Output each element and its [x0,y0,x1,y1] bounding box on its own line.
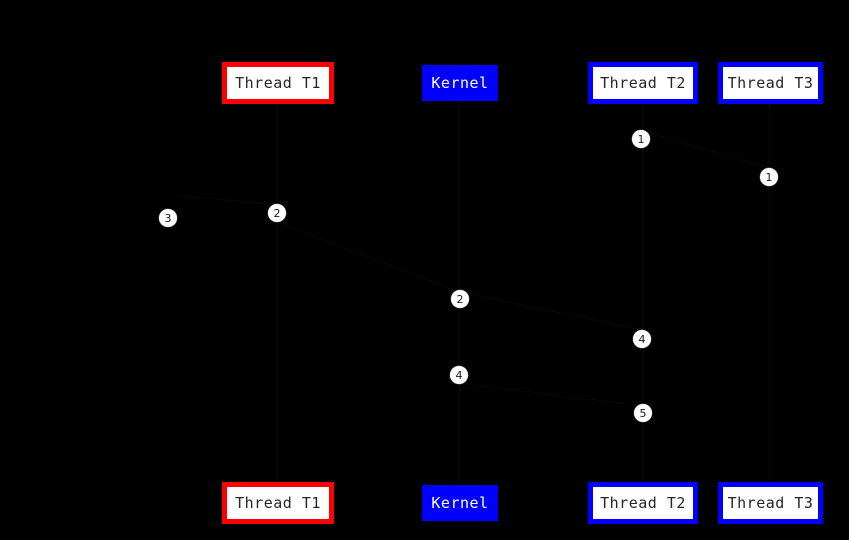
sequence-marker-kernel-4[interactable]: 4 [450,366,468,384]
sequence-marker-t1-2[interactable]: 2 [268,204,286,222]
participant-box-thread-t3-top[interactable]: Thread T3 [718,62,823,104]
sequence-marker-kernel-2[interactable]: 2 [451,290,469,308]
participant-label-thread-t3-bottom: Thread T3 [727,493,814,512]
message-arrow-5 [459,383,643,407]
sequence-marker-t2-4[interactable]: 4 [633,330,651,348]
participant-box-thread-t1-bottom[interactable]: Thread T1 [222,482,334,524]
message-arrow-2 [176,195,279,205]
participant-box-thread-t3-bottom[interactable]: Thread T3 [718,482,823,524]
message-arrow-3 [277,222,461,293]
lifeline-line-thread-t1 [277,104,278,482]
message-arrow-1 [642,131,770,169]
participant-label-thread-t1-top: Thread T1 [235,73,321,92]
sequence-marker-label: 2 [273,206,281,220]
participant-box-thread-t1-top[interactable]: Thread T1 [222,62,334,104]
participant-box-thread-t2-top[interactable]: Thread T2 [588,62,698,104]
sequence-marker-label: 2 [456,292,464,306]
sequence-marker-t1-3[interactable]: 3 [159,209,177,227]
sequence-marker-t2-5[interactable]: 5 [634,404,652,422]
sequence-marker-label: 4 [638,332,646,346]
sequence-marker-label: 5 [639,406,647,420]
participant-label-thread-t2-bottom: Thread T2 [600,493,686,512]
participant-label-thread-t3-top: Thread T3 [727,73,814,92]
participant-label-thread-t2-top: Thread T2 [600,73,686,92]
lifeline-line-thread-t3 [769,104,770,482]
sequence-marker-t3-1[interactable]: 1 [760,168,778,186]
participant-box-kernel-top[interactable]: Kernel [422,65,498,101]
sequence-marker-t2-1[interactable]: 1 [632,130,650,148]
participant-label-thread-t1-bottom: Thread T1 [235,493,321,512]
participant-label-kernel-bottom: Kernel [431,493,489,512]
participant-label-kernel-top: Kernel [431,73,489,92]
participant-box-kernel-bottom[interactable]: Kernel [422,485,498,521]
sequence-marker-label: 3 [164,211,172,225]
sequence-marker-label: 4 [455,368,463,382]
sequence-marker-label: 1 [765,170,773,184]
message-arrow-4 [467,292,644,331]
lifeline-line-thread-t2 [642,104,643,482]
participant-box-thread-t2-bottom[interactable]: Thread T2 [588,482,698,524]
sequence-marker-label: 1 [637,132,645,146]
